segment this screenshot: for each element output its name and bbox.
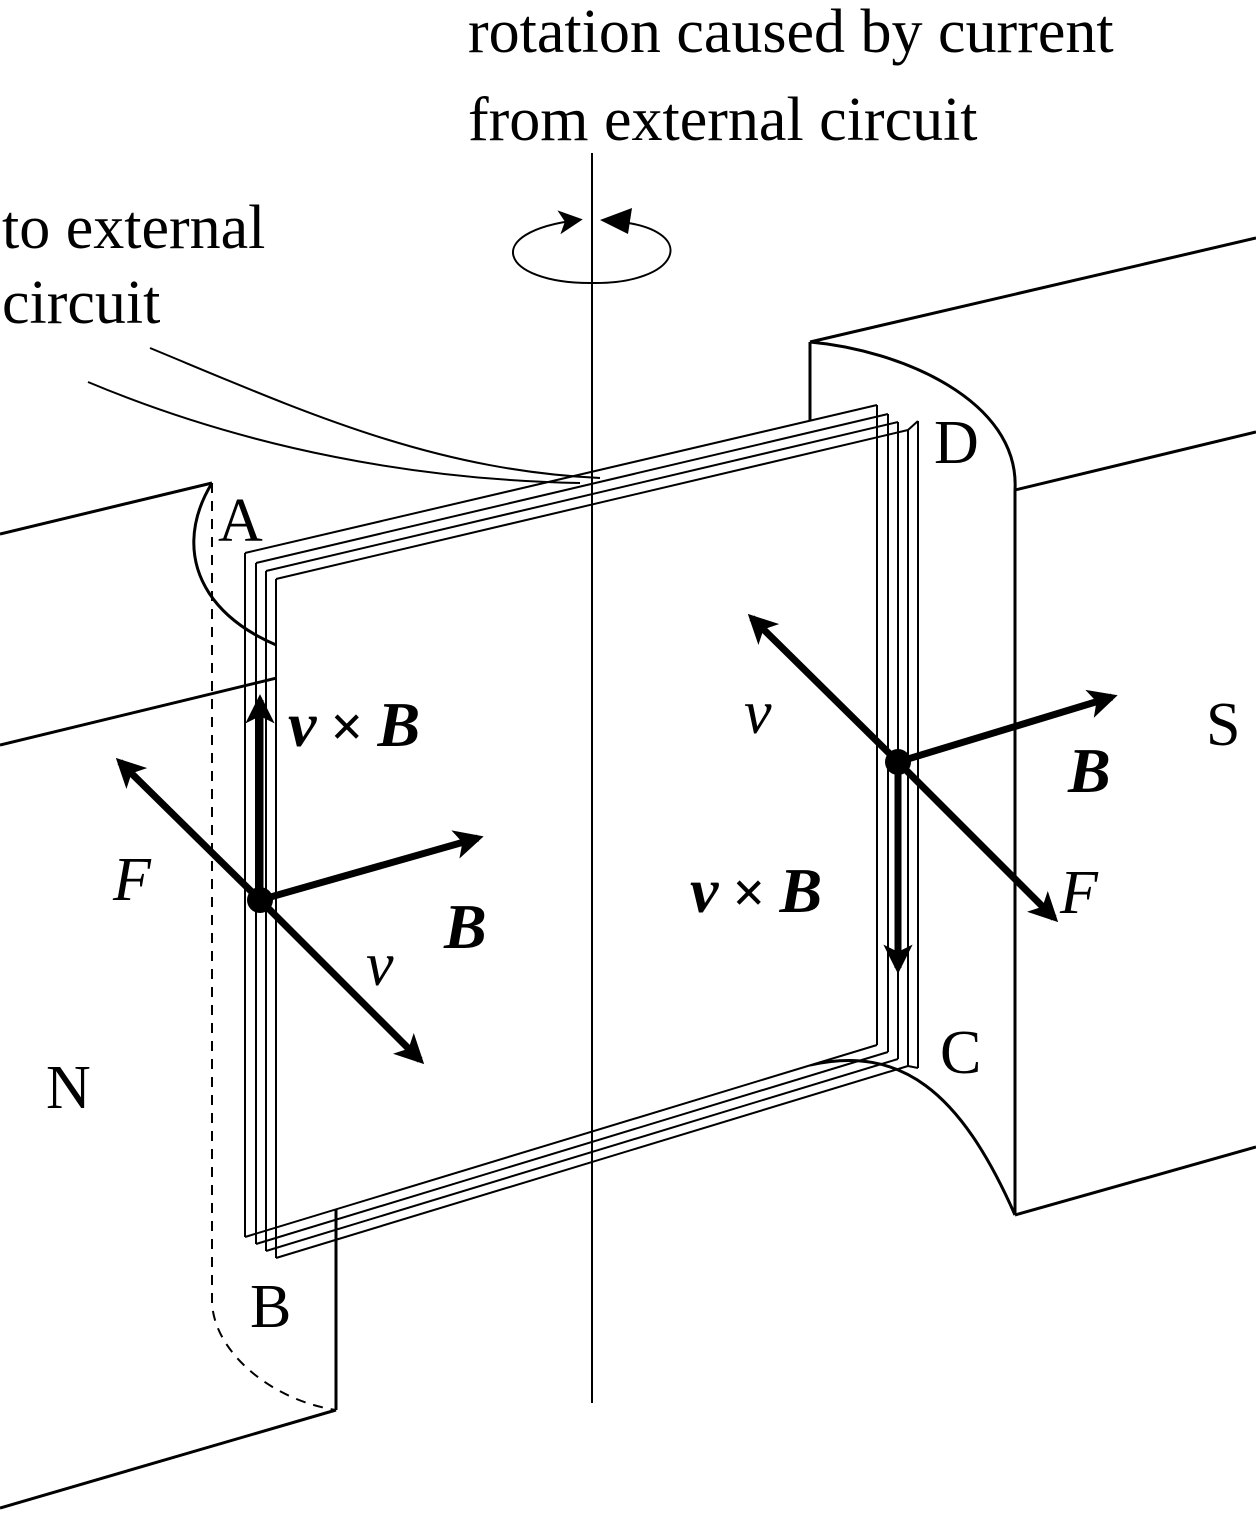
right-v-label: v	[744, 679, 772, 747]
rotation-caption-line1: rotation caused by current	[468, 0, 1114, 66]
left-f-arrow	[115, 757, 263, 903]
left-b-arrow	[259, 830, 484, 904]
corner-label-c: C	[940, 1019, 981, 1087]
right-b-arrow	[896, 689, 1118, 766]
left-contact-dot	[247, 887, 273, 913]
right-f-arrow	[895, 759, 1059, 923]
right-f-label: F	[1059, 859, 1099, 927]
north-pole-label: N	[46, 1054, 91, 1122]
left-force-vectors	[115, 694, 484, 1065]
left-b-label: B	[443, 891, 487, 962]
rotation-arrow-icon	[600, 208, 632, 234]
left-f-label: F	[112, 846, 152, 914]
external-circuit-wires	[87, 347, 601, 484]
right-b-label: B	[1067, 735, 1111, 806]
left-v-label: v	[366, 931, 394, 999]
right-contact-dot	[885, 749, 911, 775]
rotation-caption-line2: from external circuit	[468, 86, 978, 154]
corner-label-b: B	[250, 1273, 291, 1341]
south-pole-label: S	[1206, 691, 1240, 759]
left-v-arrow	[257, 897, 425, 1065]
external-caption-line1: to external	[2, 194, 265, 262]
external-caption-line2: circuit	[2, 269, 160, 337]
wire-loop	[244, 404, 919, 1259]
right-vxb-label: v × B	[690, 855, 822, 926]
right-force-vectors	[747, 613, 1118, 974]
rotation-axis	[512, 153, 672, 1403]
right-v-arrow	[747, 613, 901, 765]
corner-label-d: D	[934, 409, 979, 477]
corner-label-a: A	[218, 487, 263, 555]
left-vxb-label: v × B	[288, 689, 420, 760]
